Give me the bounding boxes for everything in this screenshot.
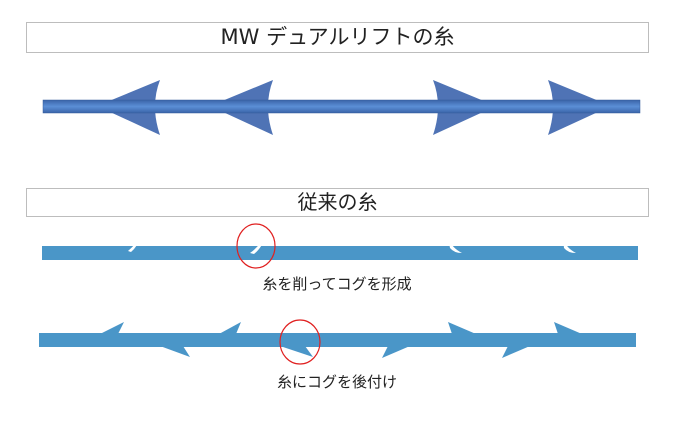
highlight-circle: [279, 319, 321, 365]
cut-notch: [563, 238, 576, 253]
cut-thread: [42, 246, 638, 260]
mw-thread: [42, 99, 641, 114]
barb: [554, 322, 582, 334]
cut-notch: [448, 238, 462, 253]
barb: [100, 322, 124, 334]
attached-cogs: [100, 322, 582, 358]
attached-caption: 糸にコグを後付け: [276, 373, 397, 391]
mw-title-box: MW デュアルリフトの糸: [26, 22, 649, 53]
cut-notch: [128, 236, 141, 252]
mw-title: MW デュアルリフトの糸: [220, 25, 455, 49]
conventional-title-box: 従来の糸: [26, 188, 649, 217]
cut-notches: [128, 235, 576, 254]
cut-caption: 糸を削ってコグを形成: [262, 275, 412, 293]
barb: [280, 346, 313, 357]
conventional-title: 従来の糸: [297, 190, 378, 214]
highlight-circle: [236, 223, 276, 269]
barb: [448, 322, 476, 334]
barb: [219, 322, 241, 334]
attached-thread: [39, 333, 636, 347]
barb: [502, 346, 530, 358]
cut-notch: [250, 235, 265, 254]
barb: [382, 346, 410, 358]
barb: [160, 346, 190, 357]
